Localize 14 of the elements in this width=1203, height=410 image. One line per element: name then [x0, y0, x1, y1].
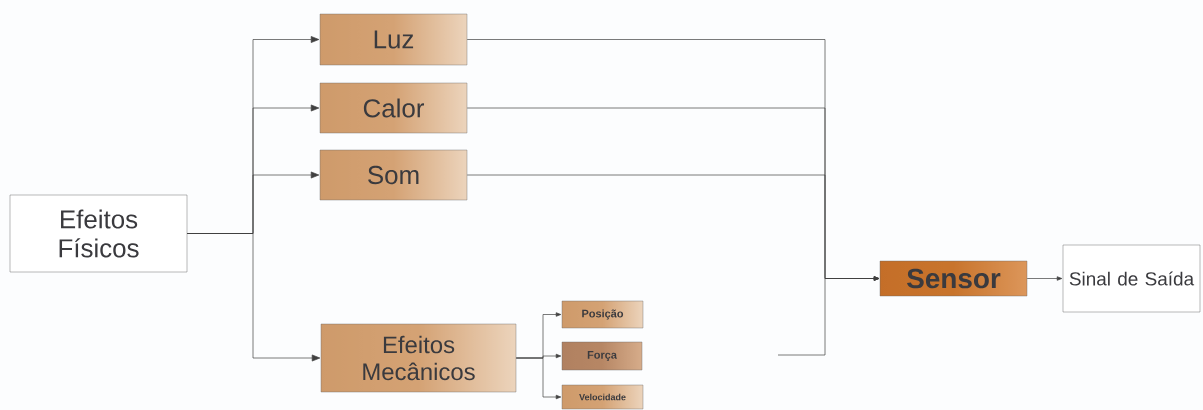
arrow [777, 276, 880, 356]
process-box: Som [319, 149, 468, 201]
process-box: Força [561, 341, 643, 371]
arrow [515, 357, 562, 400]
process-box: Posição [561, 300, 644, 329]
process-box: Calor [319, 82, 468, 134]
process-box: Efeitos Físicos [9, 194, 188, 273]
sensor-box: Sensor [879, 260, 1028, 297]
process-box: Efeitos Mecânicos [320, 323, 517, 393]
process-box: Sinal de Saída [1062, 244, 1201, 313]
arrow [1026, 276, 1063, 281]
arrow [186, 233, 321, 362]
process-box: Velocidade [561, 384, 644, 410]
process-box: Luz [319, 13, 468, 66]
